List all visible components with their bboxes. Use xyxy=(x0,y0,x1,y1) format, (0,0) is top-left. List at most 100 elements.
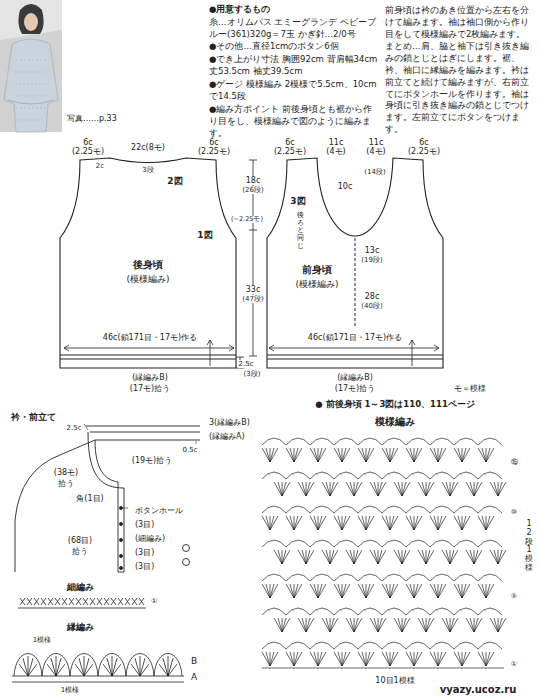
treble-stitch xyxy=(470,482,474,496)
treble-stitch xyxy=(478,584,486,598)
treble-stitch xyxy=(390,584,398,598)
treble-stitch xyxy=(474,550,482,564)
treble-stitch xyxy=(318,516,326,530)
treble-stitch xyxy=(294,448,298,462)
text-label: (4モ) xyxy=(365,147,386,156)
chain-arc xyxy=(262,540,286,547)
text-label: (2.25モ) xyxy=(71,147,105,156)
text-label: 縁編み xyxy=(66,622,95,632)
edging-chart xyxy=(12,654,184,683)
text-label: (19モ)拾う xyxy=(131,456,173,465)
single-crochet xyxy=(27,598,32,605)
chain-arc xyxy=(406,438,430,445)
text-label: 6c xyxy=(418,138,430,147)
chain-arc xyxy=(334,642,358,649)
treble-stitch xyxy=(358,516,366,530)
treble-stitch xyxy=(462,448,466,462)
treble-stitch xyxy=(370,482,378,496)
treble-stitch xyxy=(270,652,278,666)
treble-stitch xyxy=(314,448,318,462)
single-crochet xyxy=(76,598,81,605)
chain-arc xyxy=(478,574,502,581)
treble-stitch xyxy=(466,482,474,496)
treble-stitch xyxy=(486,516,490,530)
treble-stitch xyxy=(374,550,378,564)
text-label: ボタンホール xyxy=(134,506,184,515)
treble-stitch xyxy=(498,618,506,632)
treble-stitch xyxy=(382,516,390,530)
chain-arc xyxy=(358,472,382,479)
treble-stitch xyxy=(306,482,310,496)
treble-stitch xyxy=(286,652,294,666)
text-label: 写真……p.33 xyxy=(66,114,118,123)
treble-stitch xyxy=(442,550,450,564)
chain-arc xyxy=(406,472,430,479)
treble-stitch xyxy=(430,516,438,530)
treble-stitch xyxy=(478,652,486,666)
treble-stitch xyxy=(422,550,426,564)
treble-stitch xyxy=(406,448,414,462)
treble-stitch xyxy=(374,482,378,496)
treble-stitch xyxy=(386,652,390,666)
text-label: ⑤ xyxy=(510,592,518,600)
treble-stitch xyxy=(414,652,418,666)
chain-arc xyxy=(454,608,478,615)
treble-stitch xyxy=(378,482,382,496)
text-label: 13c xyxy=(364,246,381,255)
chain-arc xyxy=(430,608,454,615)
treble-stitch xyxy=(438,516,446,530)
treble-stitch xyxy=(402,618,410,632)
edging-stitch xyxy=(28,656,29,676)
edging-arc xyxy=(70,654,98,677)
treble-stitch xyxy=(282,482,286,496)
single-crochet xyxy=(118,598,123,605)
treble-stitch xyxy=(478,448,486,462)
chain-arc xyxy=(382,642,406,649)
treble-stitch xyxy=(330,550,338,564)
panel-title: 前身頃 xyxy=(301,263,333,277)
treble-stitch xyxy=(414,584,422,598)
treble-stitch xyxy=(330,618,334,632)
chain-arc xyxy=(262,642,286,649)
treble-stitch xyxy=(386,584,390,598)
treble-stitch xyxy=(362,516,366,530)
chain-arc xyxy=(382,540,406,547)
treble-stitch xyxy=(462,516,470,530)
treble-stitch xyxy=(486,448,494,462)
vertical-label: 後ろと同じ xyxy=(296,212,305,250)
panel-outline-path xyxy=(60,158,236,368)
chain-arc xyxy=(406,540,430,547)
text-label: B xyxy=(190,656,198,666)
treble-stitch xyxy=(290,448,294,462)
treble-stitch xyxy=(294,516,302,530)
chain-arc xyxy=(406,574,430,581)
single-crochet xyxy=(62,598,67,605)
treble-stitch xyxy=(470,550,474,564)
chain-arc xyxy=(310,472,334,479)
chain-arc xyxy=(406,642,430,649)
stitch-base xyxy=(18,608,146,609)
treble-stitch xyxy=(422,618,426,632)
treble-stitch xyxy=(294,584,302,598)
treble-stitch xyxy=(458,584,462,598)
chain-arc xyxy=(478,540,502,547)
treble-stitch xyxy=(334,448,342,462)
treble-stitch xyxy=(382,652,390,666)
treble-stitch xyxy=(410,652,414,666)
treble-stitch xyxy=(274,618,282,632)
treble-stitch xyxy=(458,652,462,666)
chain-arc xyxy=(310,438,334,445)
text-label: 10c xyxy=(337,182,354,191)
text-label: 11c xyxy=(368,138,385,147)
treble-stitch xyxy=(402,618,406,632)
treble-stitch xyxy=(426,482,434,496)
edging-stitch xyxy=(51,658,56,676)
treble-stitch xyxy=(430,448,438,462)
treble-stitch xyxy=(442,482,450,496)
single-crochet xyxy=(125,598,130,605)
single-crochet xyxy=(83,598,88,605)
treble-stitch xyxy=(366,584,374,598)
treble-stitch xyxy=(414,516,418,530)
treble-stitch xyxy=(466,550,474,564)
